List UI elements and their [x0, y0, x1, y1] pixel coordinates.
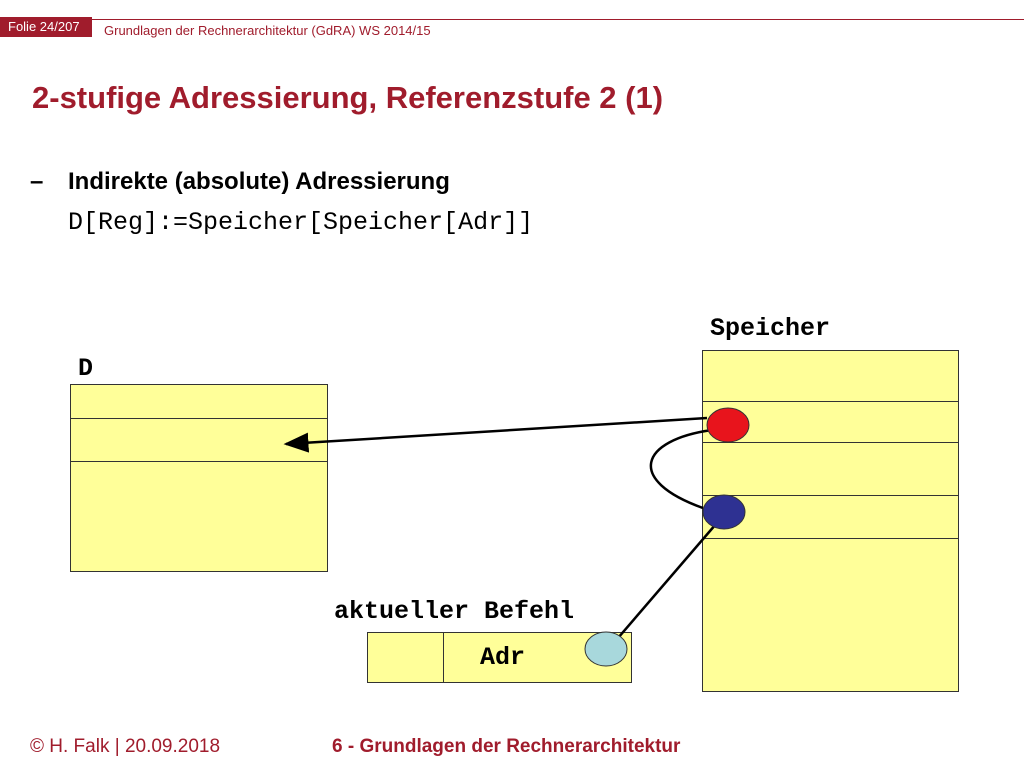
course-title: Grundlagen der Rechnerarchitektur (GdRA)…	[104, 23, 431, 38]
blue-pointer-dot	[702, 494, 746, 530]
register-row-divider	[71, 418, 327, 419]
address-field-label: Adr	[480, 643, 526, 672]
red-pointer-dot	[706, 407, 750, 443]
register-row-divider	[71, 461, 327, 462]
footer-chapter: 6 - Grundlagen der Rechnerarchitektur	[332, 736, 681, 757]
memory-box	[702, 350, 959, 692]
memory-row-divider	[703, 538, 958, 539]
bullet-marker: –	[30, 168, 44, 195]
slide-title: 2-stufige Adressierung, Referenzstufe 2 …	[32, 80, 664, 115]
memory-label: Speicher	[710, 314, 831, 343]
indirection-curve	[649, 428, 713, 510]
bullet-text: Indirekte (absolute) Adressierung	[68, 168, 450, 195]
register-box	[70, 384, 328, 572]
header-rule	[92, 19, 1024, 20]
slide-number-badge: Folie 24/207	[0, 17, 92, 37]
footer-author-date: © H. Falk | 20.09.2018	[30, 736, 221, 757]
register-label: D	[78, 354, 94, 383]
address-pointer-line	[617, 523, 717, 639]
arrow-to-register	[283, 416, 708, 453]
address-pointer-dot	[584, 631, 628, 667]
memory-row-divider	[703, 442, 958, 443]
formula: D[Reg]:=Speicher[Speicher[Adr]]	[68, 208, 534, 237]
memory-row-divider	[703, 401, 958, 402]
memory-row-divider	[703, 495, 958, 496]
instruction-field-divider	[443, 633, 444, 682]
instruction-label: aktueller Befehl	[334, 597, 575, 626]
